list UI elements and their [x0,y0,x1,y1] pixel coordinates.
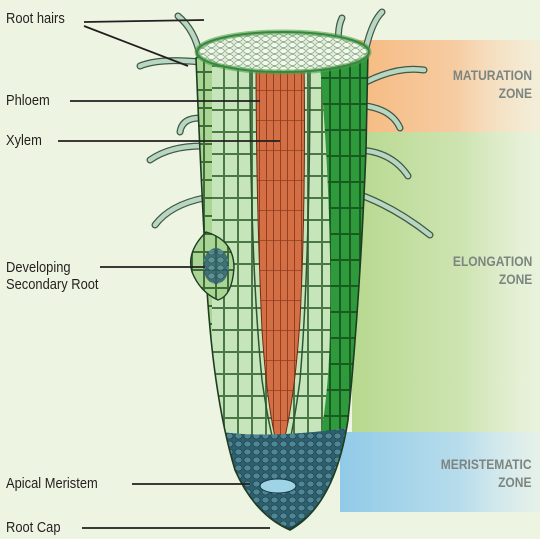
root-cap-label: Root Cap [6,519,61,536]
root-hairs-label: Root hairs [6,10,65,27]
maturation-zone-label: MATURATION ZONE [453,66,532,102]
apical-meristem-label: Apical Meristem [6,475,98,492]
developing-secondary-root-label-line2: Secondary Root [6,276,99,293]
phloem-label: Phloem [6,92,50,109]
developing-secondary-root-label-line1: Developing [6,259,71,276]
xylem-label: Xylem [6,132,42,149]
meristematic-zone-label: MERISTEMATIC ZONE [441,455,532,491]
elongation-zone-label: ELONGATION ZONE [453,252,532,288]
